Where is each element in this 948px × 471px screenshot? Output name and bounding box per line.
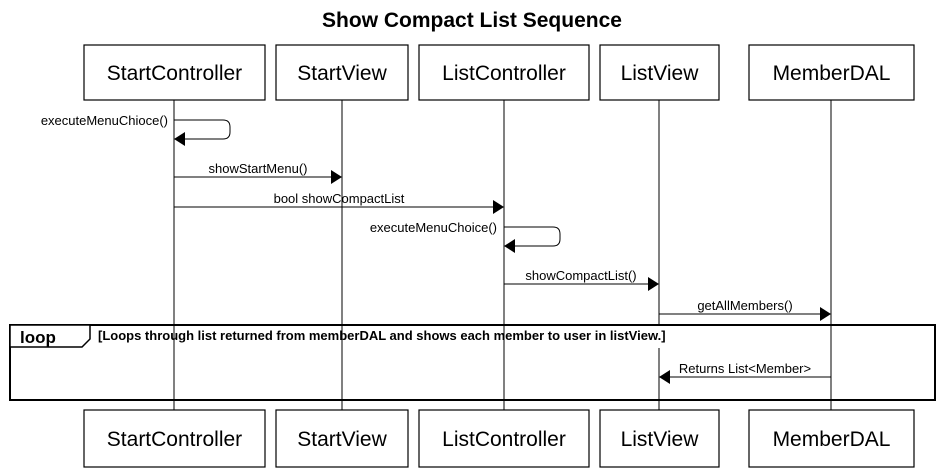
message-show-start-menu: showStartMenu(): [174, 161, 342, 184]
message-label: showCompactList(): [525, 268, 636, 283]
message-arrowhead: [174, 132, 185, 146]
loop-fragment: loop [Loops through list returned from m…: [9, 324, 936, 401]
message-returns-list-member: Returns List<Member>: [659, 361, 831, 384]
loop-frame: [9, 324, 936, 401]
message-line: [504, 226, 561, 247]
participant-box-member-dal: [748, 44, 915, 101]
message-arrowhead: [493, 200, 504, 214]
message-arrowhead: [648, 277, 659, 291]
messages: executeMenuChioce() showStartMenu() bool…: [41, 113, 831, 384]
message-arrowhead: [820, 307, 831, 321]
participants-top: StartController StartView ListController…: [83, 44, 915, 101]
participant-box-list-view: [599, 44, 720, 101]
message-label: getAllMembers(): [697, 298, 792, 313]
loop-operator-tab: [9, 324, 91, 348]
participant-box-start-controller: [83, 44, 266, 101]
message-arrowhead: [504, 239, 515, 253]
participants-bottom: StartController StartView ListController…: [83, 409, 915, 468]
message-execute-menu-chioce: executeMenuChioce(): [41, 113, 231, 146]
participant-box-start-view: [275, 44, 409, 101]
loop-guard-label: [Loops through list returned from member…: [98, 328, 666, 343]
participant-box-member-dal-bottom: [748, 409, 915, 468]
message-arrowhead: [331, 170, 342, 184]
participant-box-start-view-bottom: [275, 409, 409, 468]
message-label: Returns List<Member>: [679, 361, 811, 376]
message-label: showStartMenu(): [209, 161, 308, 176]
participant-label-member-dal: MemberDAL: [773, 62, 891, 85]
participant-label-start-controller: StartController: [107, 62, 242, 85]
message-arrowhead: [659, 370, 670, 384]
participant-label-start-controller-bottom: StartController: [107, 428, 242, 451]
message-bool-show-compact-list: bool showCompactList: [174, 191, 504, 214]
message-show-compact-list: showCompactList(): [504, 268, 659, 291]
loop-operator-label: loop: [20, 328, 56, 347]
message-execute-menu-choice: executeMenuChoice(): [370, 220, 561, 253]
participant-box-list-controller-bottom: [418, 409, 590, 468]
participant-label-member-dal-bottom: MemberDAL: [773, 428, 891, 451]
participant-label-list-view: ListView: [621, 62, 700, 85]
participant-box-list-view-bottom: [599, 409, 720, 468]
participant-label-start-view-bottom: StartView: [297, 428, 387, 451]
participant-label-list-controller: ListController: [442, 62, 566, 85]
lifelines-over-fragment: [173, 326, 832, 399]
message-label: executeMenuChoice(): [370, 220, 497, 235]
diagram-title: Show Compact List Sequence: [322, 9, 622, 32]
message-get-all-members: getAllMembers(): [659, 298, 831, 321]
participant-box-list-controller: [418, 44, 590, 101]
message-line: [174, 119, 231, 140]
participant-box-start-controller-bottom: [83, 409, 266, 468]
participant-label-start-view: StartView: [297, 62, 387, 85]
participant-label-list-controller-bottom: ListController: [442, 428, 566, 451]
message-label: executeMenuChioce(): [41, 113, 168, 128]
participant-label-list-view-bottom: ListView: [621, 428, 700, 451]
message-label: bool showCompactList: [274, 191, 405, 206]
